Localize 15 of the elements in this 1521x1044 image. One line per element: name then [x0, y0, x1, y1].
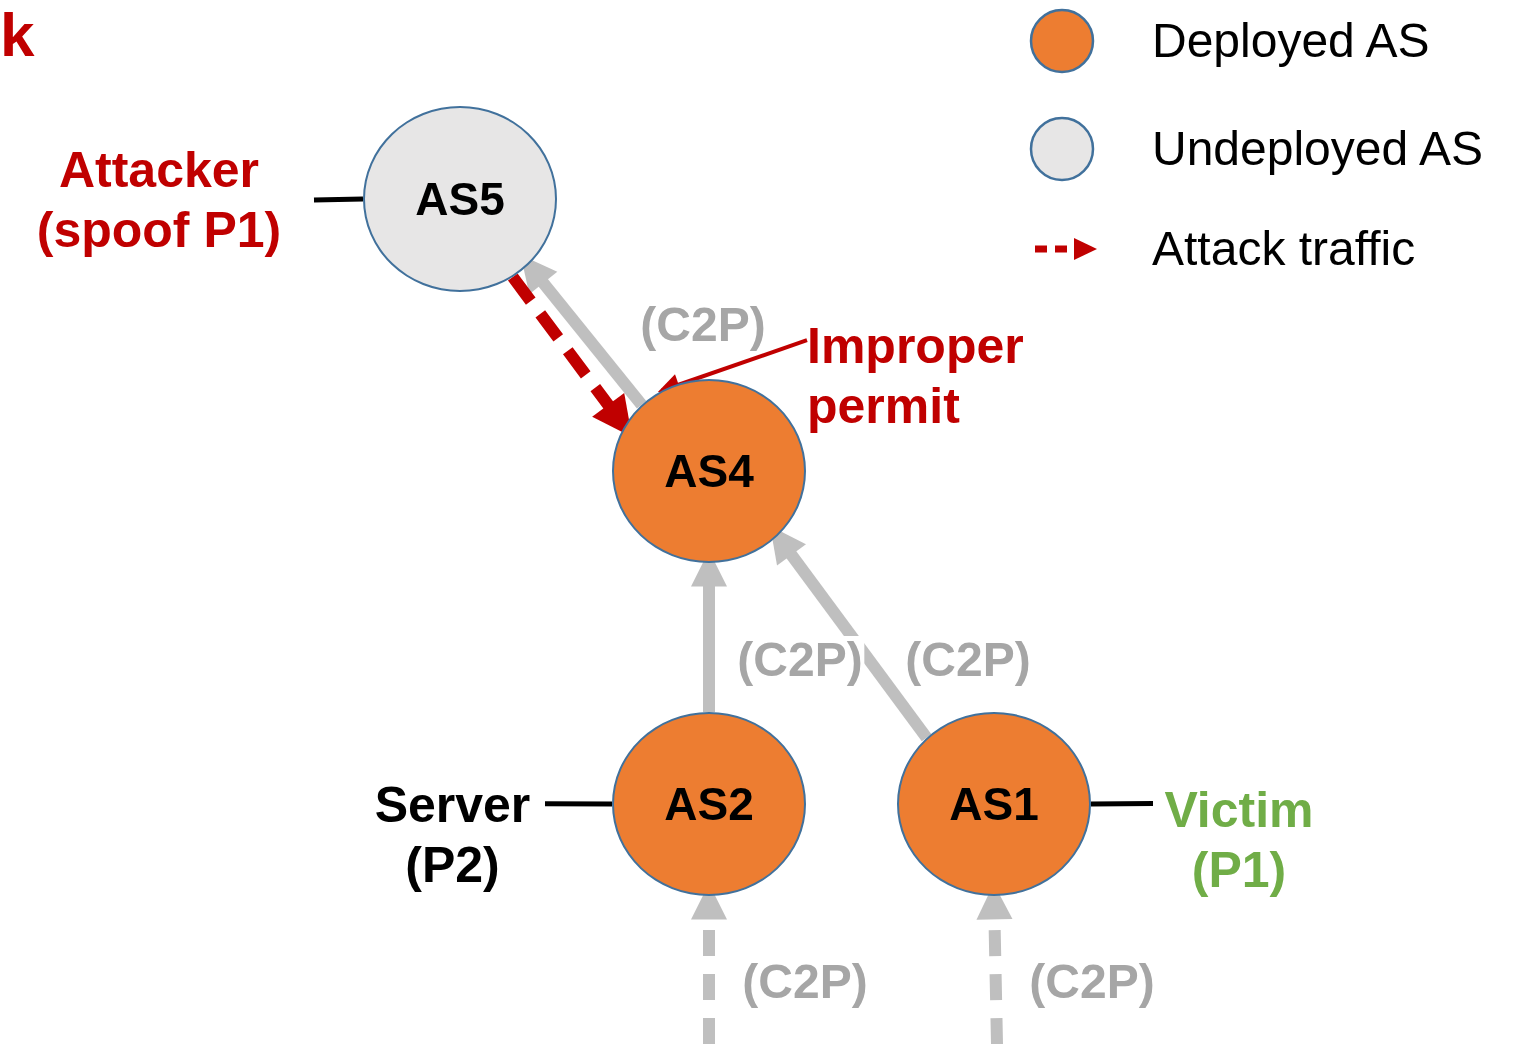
deployed-as-circle: AS4 — [612, 379, 806, 563]
legend-text: Deployed AS — [1152, 17, 1430, 65]
legend-text: Attack traffic — [1152, 225, 1416, 273]
attacker-label: Attacker (spoof P1) — [4, 135, 314, 265]
undeployed-as-circle: AS5 — [363, 106, 557, 292]
victim-label: Victim (P1) — [1153, 775, 1325, 905]
connector-line — [545, 801, 612, 807]
title-fragment: k — [0, 4, 35, 66]
connector-line — [313, 196, 364, 203]
deployed-as-circle: AS1 — [897, 712, 1091, 896]
deployed-as-circle: AS2 — [612, 712, 806, 896]
connector-line — [1091, 801, 1153, 807]
annotation-text: Improper permit — [807, 312, 1069, 440]
legend-text: Undeployed AS — [1152, 125, 1483, 173]
server-label: Server (P2) — [360, 770, 545, 900]
